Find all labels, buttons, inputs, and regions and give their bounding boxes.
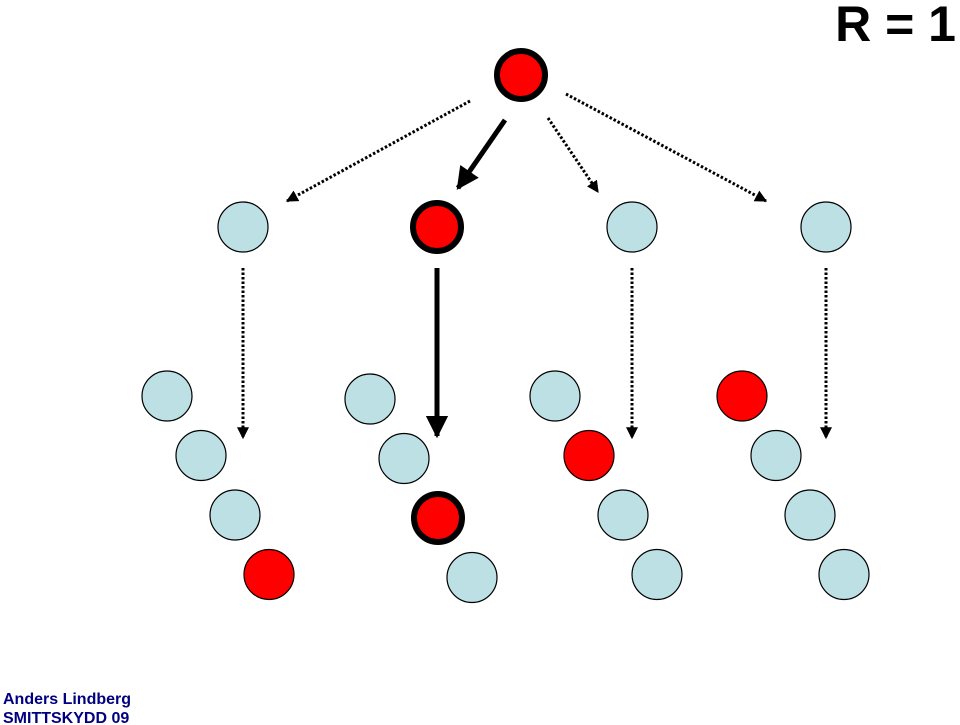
generation1-person-2 <box>410 200 464 254</box>
generation2-group2-person-3 <box>411 491 465 545</box>
link-root-to-person-2 <box>455 118 508 190</box>
footer: Anders Lindberg SMITTSKYDD 09 <box>3 690 131 725</box>
generation2-group2-person-4 <box>446 551 498 604</box>
generation2-group3-person-2 <box>563 429 615 482</box>
generation1-person-3 <box>606 201 658 253</box>
generation2-group2-person-1 <box>344 373 396 425</box>
generation2-group1-person-1 <box>141 370 193 422</box>
generation2-group4-person-3 <box>784 489 836 541</box>
generation2-group3-person-1 <box>529 370 581 422</box>
generation2-group4-person-2 <box>750 429 802 482</box>
person-nodes <box>141 48 870 604</box>
footer-event: SMITTSKYDD 09 <box>3 710 130 725</box>
generation2-group1-person-2 <box>175 429 227 482</box>
generation2-group3-person-3 <box>597 489 649 541</box>
footer-author: Anders Lindberg <box>3 691 132 708</box>
generation2-group4-person-4 <box>818 548 870 601</box>
generation2-group2-person-2 <box>378 432 430 485</box>
generation1-person-1 <box>217 201 269 253</box>
link-root-to-person-4 <box>565 92 768 203</box>
link-root-to-person-1 <box>285 99 471 203</box>
generation2-group4-person-1 <box>716 370 768 422</box>
slide-title: R = 1 <box>835 0 956 52</box>
generation2-group1-person-3 <box>209 489 261 541</box>
link-root-to-person-3 <box>546 117 600 193</box>
generation2-group1-person-4 <box>243 548 295 601</box>
generation1-person-4 <box>800 201 852 253</box>
generation2-group3-person-4 <box>631 548 683 601</box>
root-infected-person <box>494 48 548 102</box>
transmission-links <box>237 92 832 440</box>
